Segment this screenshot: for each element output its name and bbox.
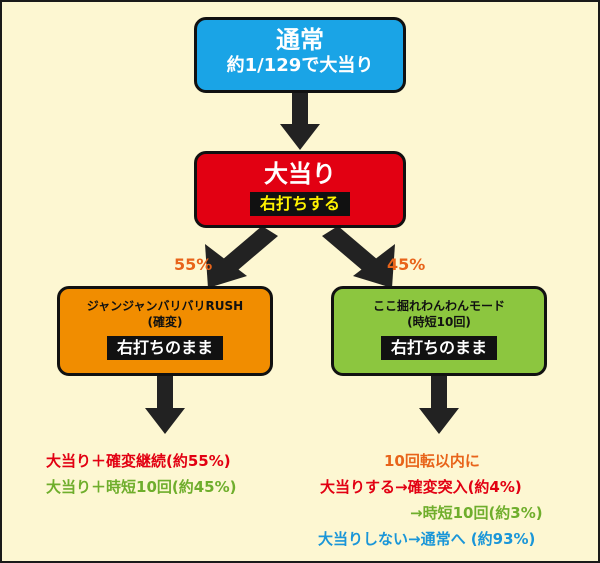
normal-title: 通常 — [276, 26, 324, 54]
rush-result-2: 大当り＋時短10回(約45%) — [46, 478, 237, 496]
mode-result-4: 大当りしない→通常へ (約93%) — [318, 530, 536, 548]
arrow-jackpot-to-mode — [322, 226, 395, 288]
mode-subtitle: (時短10回) — [407, 315, 471, 329]
rush-subtitle: (確変) — [147, 315, 183, 329]
mode-result-3: →時短10回(約3%) — [410, 504, 543, 522]
rush-action: 右打ちのまま — [106, 336, 223, 360]
left-branch-percent: 55% — [174, 255, 213, 274]
normal-odds: 約1/129で大当り — [226, 55, 374, 76]
dig-mode-box: ここ掘れわんわんモード (時短10回) 右打ちのまま — [331, 286, 547, 376]
mode-title: ここ掘れわんわんモード — [372, 299, 505, 313]
mode-result-2: 大当りする→確変突入(約4%) — [320, 478, 522, 496]
rush-result-1: 大当り＋確変継続(約55%) — [46, 452, 231, 470]
arrow-rush-to-results — [145, 376, 185, 434]
arrow-jackpot-to-rush — [205, 226, 278, 288]
normal-state-box: 通常 約1/129で大当り — [194, 17, 406, 93]
jackpot-box: 大当り 右打ちする — [194, 151, 406, 228]
mode-action: 右打ちのまま — [380, 336, 497, 360]
jackpot-title: 大当り — [264, 160, 336, 188]
arrow-normal-to-jackpot — [280, 92, 320, 150]
jackpot-action: 右打ちする — [249, 192, 350, 216]
mode-result-1: 10回転以内に — [384, 452, 480, 470]
right-branch-percent: 45% — [387, 255, 426, 274]
arrow-mode-to-results — [419, 376, 459, 434]
rush-mode-box: ジャンジャンバリバリRUSH (確変) 右打ちのまま — [57, 286, 273, 376]
rush-title: ジャンジャンバリバリRUSH — [86, 299, 244, 313]
